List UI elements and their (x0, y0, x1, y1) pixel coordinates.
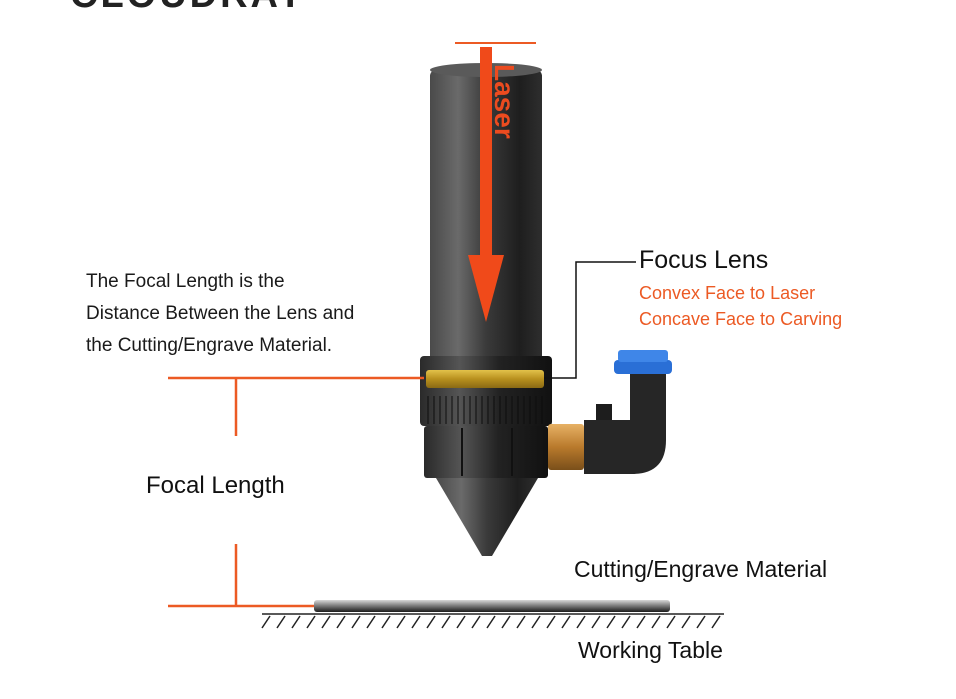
focal-length-label: Focal Length (146, 472, 285, 499)
nozzle-body (424, 426, 548, 478)
material-plate (314, 600, 670, 612)
lens-ring (420, 356, 552, 426)
focus-lens-note-concave: Concave Face to Carving (639, 309, 843, 329)
laser-arrow-icon (468, 47, 504, 322)
description-line: Distance Between the Lens and (86, 303, 355, 324)
focal-length-dimension (168, 376, 424, 608)
focus-lens-title: Focus Lens (639, 246, 769, 274)
description-line: The Focal Length is the (86, 271, 285, 292)
description-line: the Cutting/Engrave Material. (86, 335, 333, 356)
focus-lens-leader (544, 261, 636, 379)
material-label: Cutting/Engrave Material (574, 556, 828, 582)
focus-lens-note-convex: Convex Face to Laser (639, 283, 816, 303)
nozzle-cone (436, 478, 538, 556)
working-table (261, 613, 724, 629)
air-fitting (548, 350, 672, 474)
laser-label: Laser (489, 64, 520, 139)
focal-length-description: The Focal Length is the Distance Between… (86, 266, 426, 362)
brand-logo: CLOUDRAY (70, 0, 306, 17)
focus-lens-band (426, 370, 544, 388)
working-table-label: Working Table (578, 637, 723, 663)
